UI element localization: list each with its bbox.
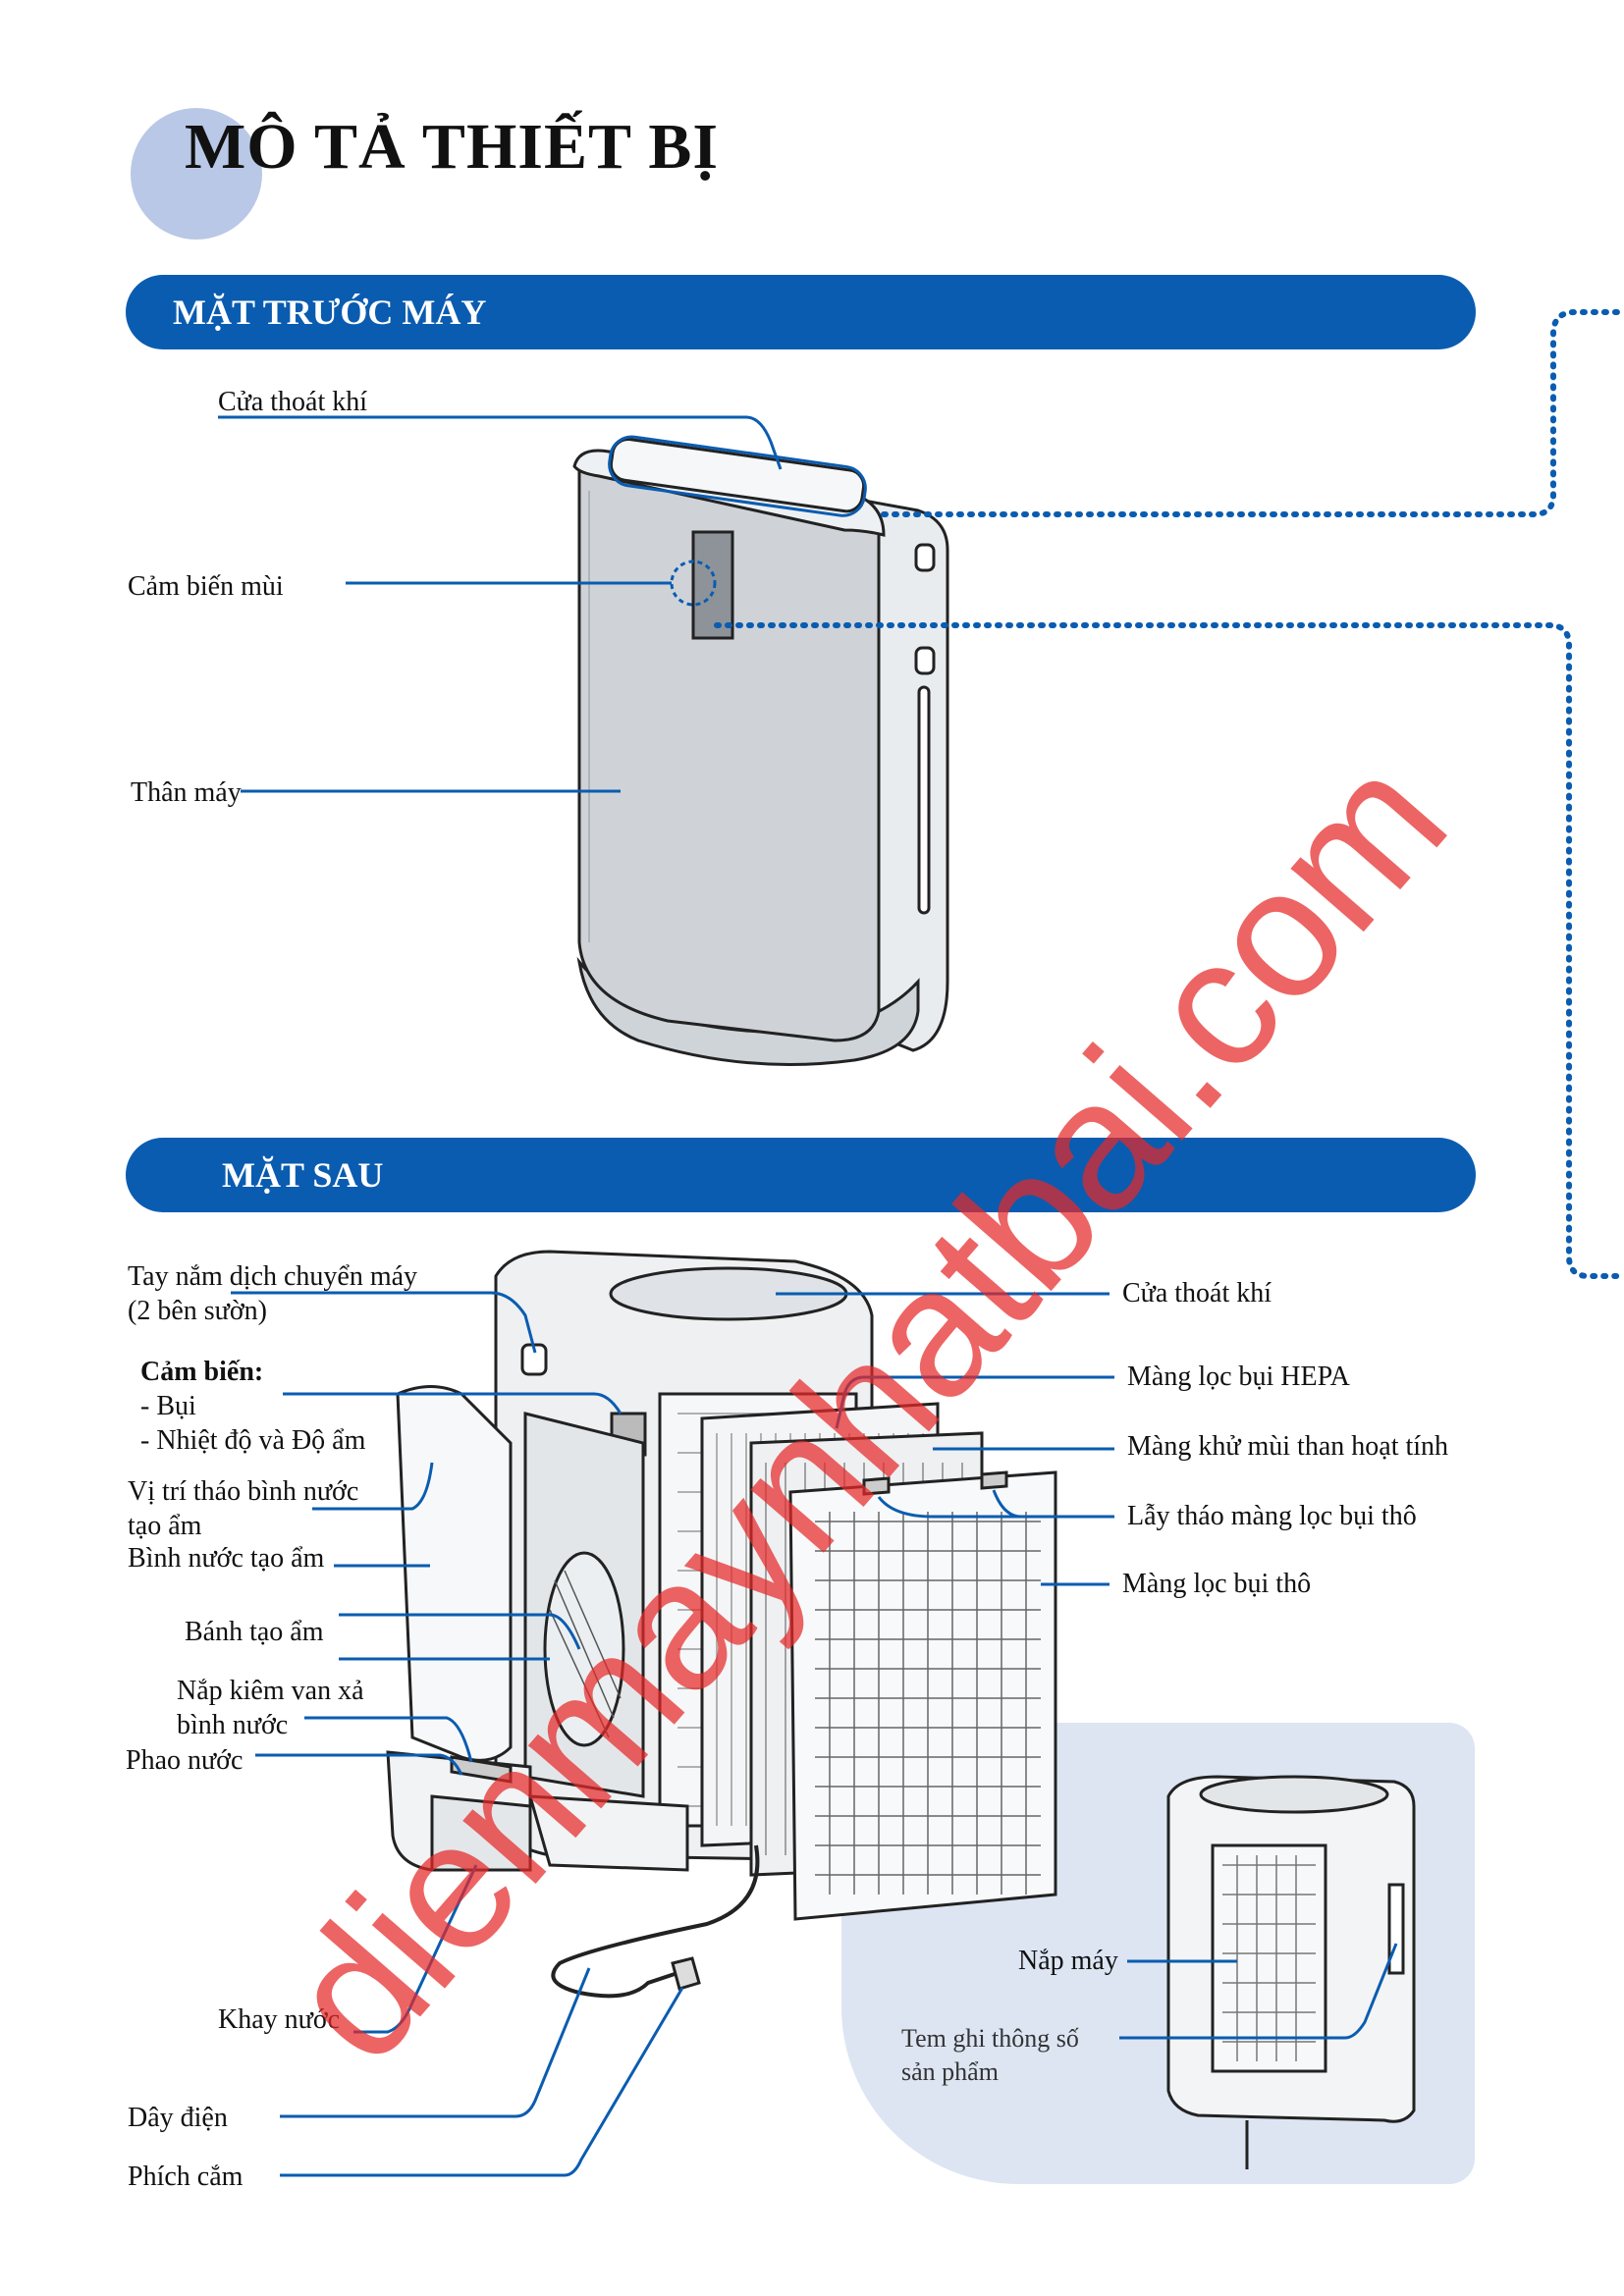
label-handle-2: (2 bên sườn) xyxy=(128,1296,267,1326)
label-sensor-dust: - Bụi xyxy=(140,1391,196,1421)
inset-unit-illustration xyxy=(1166,1775,1416,2169)
leader-tank-release xyxy=(312,1462,434,1511)
leader-prefilter-tab-2 xyxy=(992,1489,1114,1519)
label-sensor-title: Cảm biến: xyxy=(140,1355,263,1390)
section-header-front: MẶT TRƯỚC MÁY xyxy=(126,275,1476,349)
label-back-outlet: Cửa thoát khí xyxy=(1122,1278,1272,1308)
odor-sensor-highlight xyxy=(670,560,717,607)
leader-rating-label xyxy=(1119,1943,1398,2040)
back-unit-illustration xyxy=(386,1250,1057,1999)
label-hepa: Màng lọc bụi HEPA xyxy=(1127,1362,1350,1392)
section-header-back: MẶT SAU xyxy=(126,1138,1476,1212)
label-rating-2: sản phẩm xyxy=(901,2057,999,2086)
title-decoration-circle xyxy=(131,108,262,240)
label-tank: Bình nước tạo ẩm xyxy=(128,1543,325,1574)
label-odor-sensor: Cảm biến mùi xyxy=(128,571,284,602)
leader-tray xyxy=(353,1864,478,2034)
callout-control-panel xyxy=(881,309,1624,517)
label-tank-release-1: Vị trí tháo bình nước xyxy=(128,1476,359,1507)
leader-handle xyxy=(231,1291,537,1354)
label-valve-cap-1: Nắp kiêm van xả xyxy=(177,1676,364,1706)
prefilter-mesh xyxy=(815,1512,1041,1895)
label-valve-cap-2: bình nước xyxy=(177,1710,289,1740)
leader-cord xyxy=(280,1967,591,2118)
label-rating-1: Tem ghi thông số xyxy=(901,2024,1079,2053)
label-tank-release-2: tạo ẩm xyxy=(128,1511,202,1541)
label-plug: Phích cắm xyxy=(128,2162,244,2192)
leader-prefilter-tab xyxy=(877,1496,1114,1519)
label-body: Thân máy xyxy=(131,777,242,808)
front-unit-illustration xyxy=(572,437,949,1066)
leader-valve-cap xyxy=(304,1716,473,1763)
leader-float xyxy=(255,1753,463,1776)
label-handle-1: Tay nắm dịch chuyển máy xyxy=(128,1261,418,1292)
label-prefilter: Màng lọc bụi thô xyxy=(1122,1569,1312,1599)
callout-odor-sensor xyxy=(714,622,1624,1279)
leader-hepa xyxy=(835,1375,1114,1429)
page-title: MÔ TẢ THIẾT BỊ xyxy=(185,111,720,183)
label-wheel: Bánh tạo ẩm xyxy=(185,1617,324,1647)
section-title-front: MẶT TRƯỚC MÁY xyxy=(173,293,487,332)
label-prefilter-tab: Lẫy tháo màng lọc bụi thô xyxy=(1127,1501,1417,1531)
label-cover: Nắp máy xyxy=(1018,1946,1118,1976)
sensor-title-text: Cảm biến: xyxy=(140,1357,264,1387)
label-float: Phao nước xyxy=(126,1745,244,1776)
section-title-back: MẶT SAU xyxy=(222,1155,384,1195)
control-panel-highlight xyxy=(608,435,867,517)
label-front-outlet: Cửa thoát khí xyxy=(218,387,368,417)
label-sensor-temp: - Nhiệt độ và Độ ẩm xyxy=(140,1425,366,1456)
leader-plug xyxy=(280,1987,684,2177)
leader-wheel-1 xyxy=(339,1613,581,1650)
label-tray: Khay nước xyxy=(218,2004,341,2035)
label-carbon: Màng khử mùi than hoạt tính xyxy=(1127,1431,1449,1462)
label-cord: Dây điện xyxy=(128,2103,228,2133)
leader-front-outlet xyxy=(218,415,783,470)
leader-sensor xyxy=(283,1392,623,1415)
